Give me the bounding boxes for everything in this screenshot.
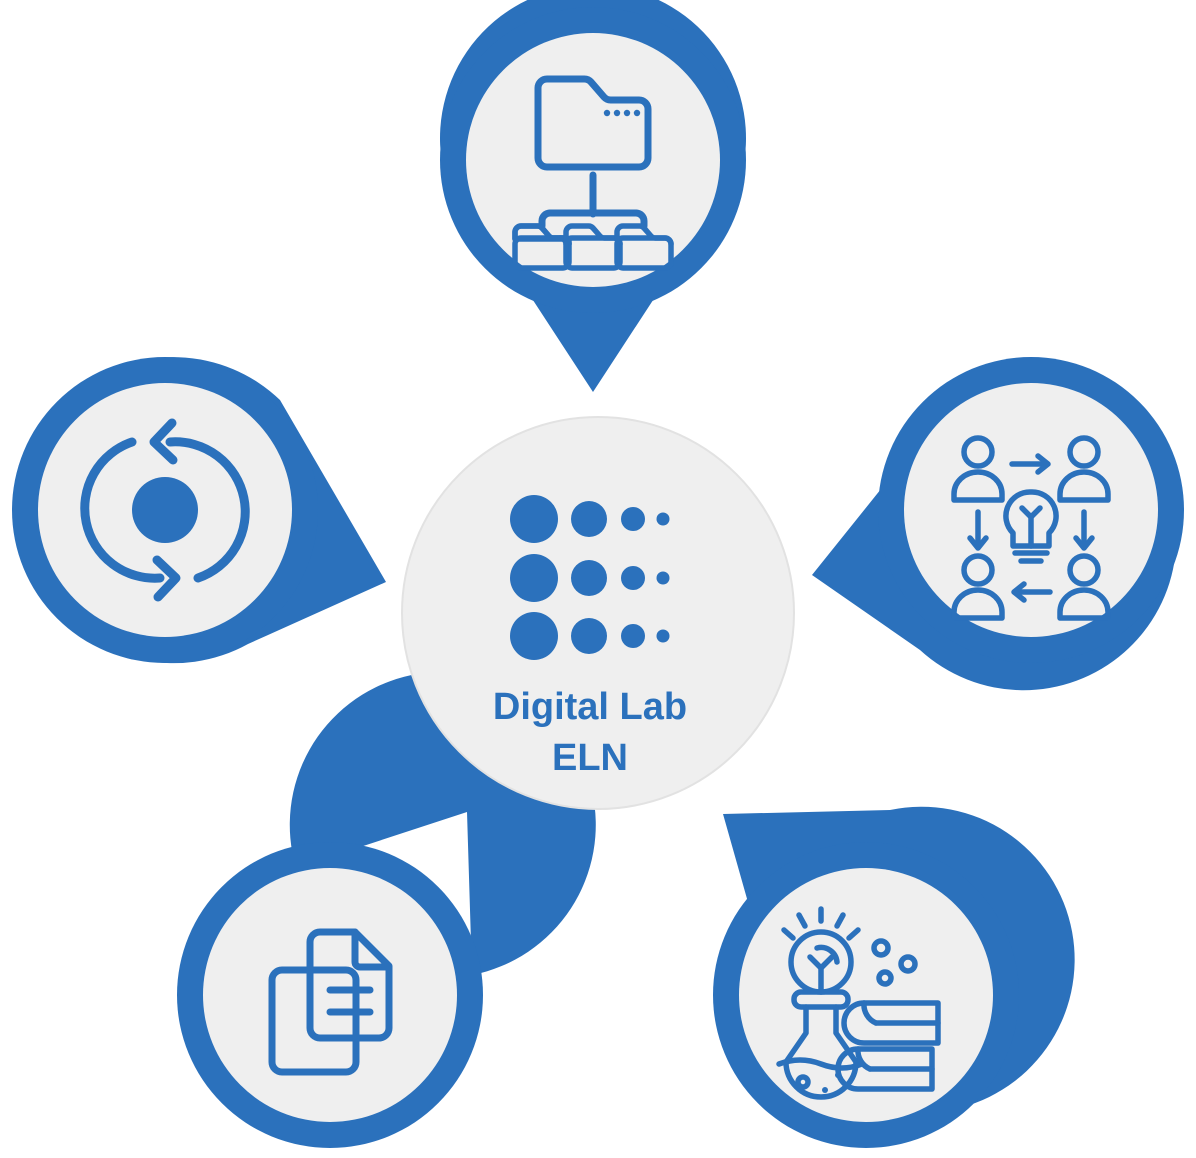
hub-label-line2: ELN [552, 737, 628, 779]
pin-top-disc [466, 33, 720, 287]
arrow-left [1011, 581, 1053, 603]
hub-circle [401, 416, 795, 810]
pin-right-disc [904, 383, 1158, 637]
document-copy-icon [268, 928, 393, 1076]
pin-top[interactable] [440, 0, 746, 392]
light-rays [781, 906, 861, 941]
pin-right[interactable] [812, 357, 1184, 691]
arrow-down-left [967, 509, 989, 551]
pin-bottom-right[interactable] [713, 806, 1075, 1148]
person-top-right [1057, 435, 1111, 503]
center-hub[interactable]: Digital Lab ELN [401, 416, 795, 810]
hub-dot-grid [510, 495, 670, 660]
arrow-right [1009, 453, 1051, 475]
research-lab-icon [776, 906, 941, 1100]
lightbulb-icon [1003, 489, 1059, 564]
hub-label-line1: Digital Lab [493, 686, 687, 728]
book-upper [841, 1000, 941, 1046]
person-bottom-right [1057, 553, 1111, 621]
person-bottom-left [951, 553, 1005, 621]
folder-hierarchy-icon [512, 75, 674, 271]
pin-bottom-right-disc [739, 868, 993, 1122]
book-lower [835, 1046, 935, 1092]
person-top-left [951, 435, 1005, 503]
pin-left[interactable] [12, 357, 386, 664]
arrow-down-right [1073, 509, 1095, 551]
sync-cycle-icon [80, 418, 250, 602]
pin-bottom-left-disc [203, 868, 457, 1122]
collaboration-icon [951, 435, 1111, 621]
